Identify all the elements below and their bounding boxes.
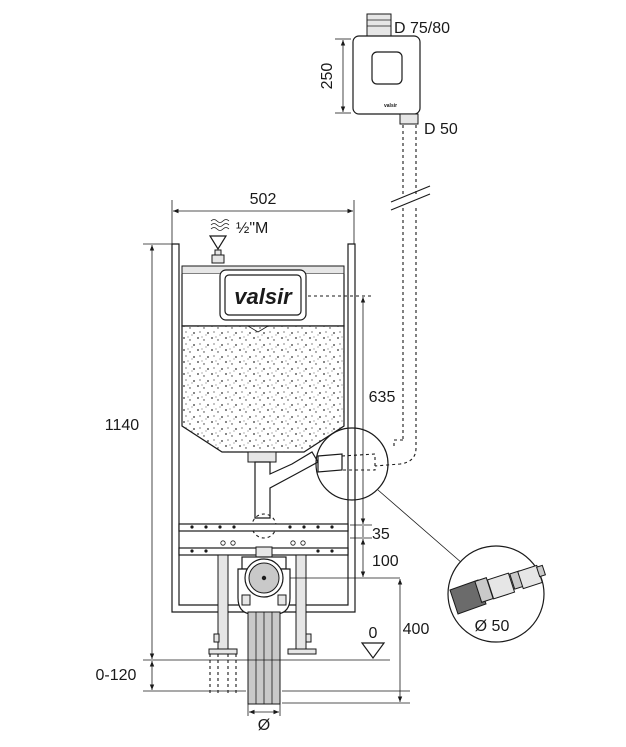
frame-outline xyxy=(171,243,356,613)
cistern xyxy=(181,265,345,453)
dimension-250 xyxy=(335,38,351,114)
detail-callout xyxy=(315,427,547,643)
dimension-1140 xyxy=(143,243,172,659)
vent-height-label: 250 xyxy=(319,63,336,90)
height-cistern-label: 635 xyxy=(369,389,396,406)
frame-legs xyxy=(208,554,317,694)
vent-pipe xyxy=(374,125,431,467)
dimension-400 xyxy=(282,579,410,704)
water-inlet-symbol xyxy=(208,219,230,264)
dimension-635 xyxy=(308,295,374,524)
vent-brand-mark: valsir xyxy=(384,103,397,109)
dimension-35-100 xyxy=(290,524,400,579)
detail-diameter-label: Ø 50 xyxy=(475,618,510,635)
floor-level-label: 0 xyxy=(369,625,378,642)
vent-diameter-label: D 75/80 xyxy=(394,20,450,37)
height-total-label: 1140 xyxy=(105,417,140,434)
dim-35-label: 35 xyxy=(372,526,390,543)
frame-dimension-502 xyxy=(171,200,355,244)
vent-box xyxy=(352,13,421,125)
frame-width-label: 502 xyxy=(250,191,277,208)
dim-100-label: 100 xyxy=(372,553,399,570)
drain-elbow xyxy=(237,546,291,705)
vent-outlet-label: D 50 xyxy=(424,121,458,138)
foot-adjust-label: 0-120 xyxy=(96,667,137,684)
drain-diameter-label: Ø xyxy=(258,717,270,734)
water-inlet-label: ½"M xyxy=(236,220,268,237)
dim-400-label: 400 xyxy=(403,621,430,638)
dimension-drain-diameter xyxy=(247,704,281,716)
brand-logo: valsir xyxy=(234,284,293,309)
floor-line xyxy=(143,642,410,692)
